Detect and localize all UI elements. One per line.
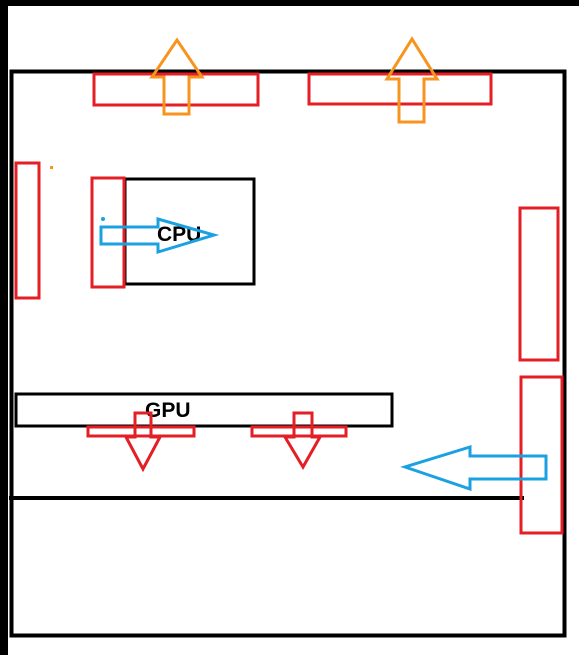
cpu-airflow-arrow-icon [99,217,220,255]
gpu-card [14,392,394,428]
exhaust-arrow-left-icon [149,37,205,116]
gpu-fan-left [86,425,196,438]
gpu-label: GPU [145,399,191,422]
gpu-airflow-arrow-left-icon [123,411,163,473]
front-fan-top [518,206,560,362]
intake-airflow-arrow-icon [400,444,548,492]
case-outline [9,69,567,638]
rear-fan [14,161,41,300]
cpu-cooler-fan [90,176,126,289]
blue-dot [101,217,105,221]
canvas-background [8,6,579,655]
gpu-airflow-arrow-right-icon [282,411,323,470]
exhaust-arrow-right-icon [384,36,440,124]
orange-dot [50,166,53,169]
top-fan-left [92,72,260,107]
gpu-fan-right [250,425,348,438]
